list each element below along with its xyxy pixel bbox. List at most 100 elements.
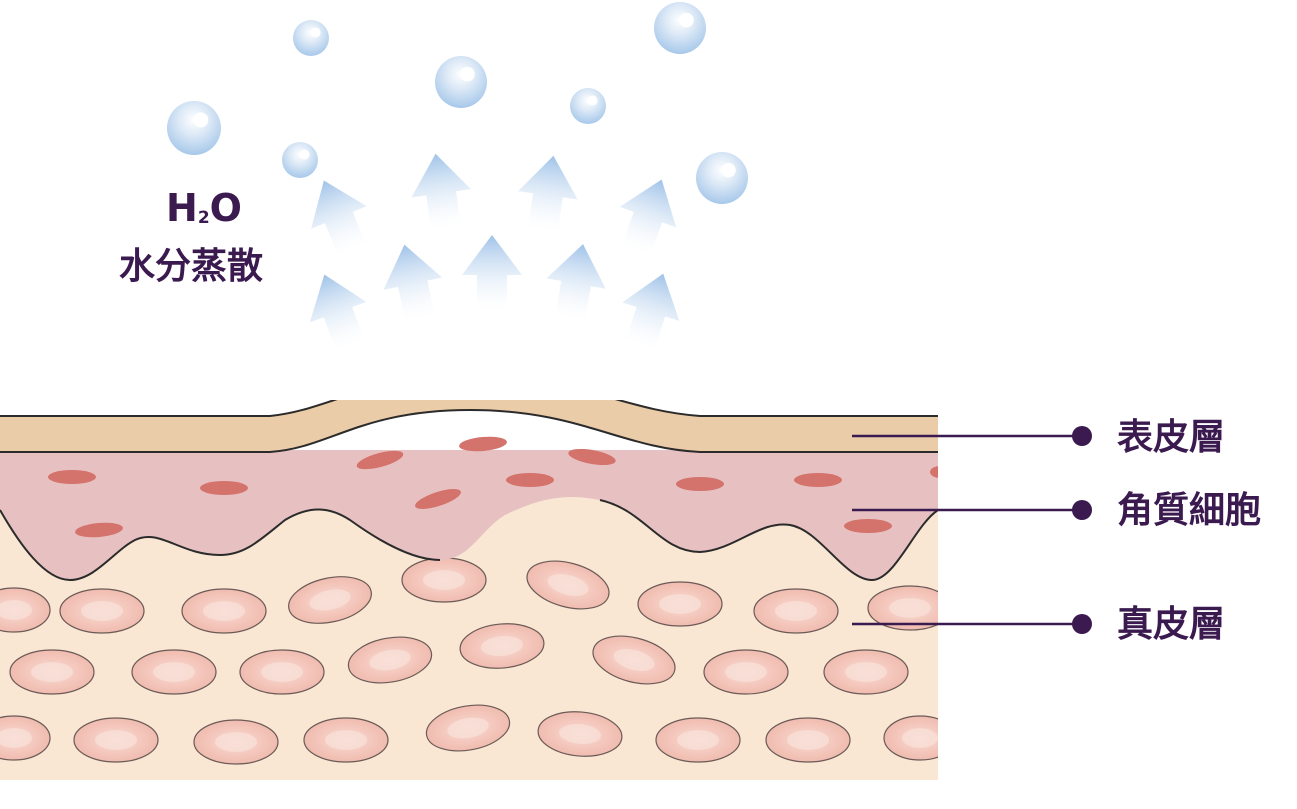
dermis-cell [459, 623, 545, 669]
arrow-shape [411, 153, 471, 231]
evaporation-caption: 水分蒸散 [119, 246, 264, 287]
dermis-cell-nucleus [787, 730, 829, 750]
keratin-boundary-line [0, 508, 441, 582]
dermis-cell [753, 588, 839, 634]
keratin-cell [48, 470, 96, 484]
label-dermis: 真皮層 [1117, 604, 1226, 645]
dermis-cell-nucleus [0, 600, 32, 620]
dermis-cell [181, 588, 267, 634]
dermis-cell-nucleus [659, 594, 701, 614]
dermis-cell-nucleus [613, 649, 655, 671]
leader-lines [852, 426, 1092, 634]
dermis-cell [401, 557, 487, 603]
keratin-cell [75, 522, 123, 538]
droplet-highlight [460, 66, 475, 82]
dermis-cell-nucleus [547, 574, 589, 596]
dermis-cell [883, 715, 938, 761]
evaporation-arrow [619, 179, 677, 256]
dermis-cell [703, 649, 789, 695]
dermis-cell [867, 585, 938, 631]
evaporation-arrow [462, 235, 522, 310]
keratin-cell [506, 473, 554, 487]
keratin-cell [930, 466, 938, 478]
droplet-highlight [587, 95, 598, 106]
formula-subscript: 2 [197, 208, 210, 228]
evaporation-arrows [309, 153, 680, 351]
dermis-cell [239, 649, 325, 695]
keratin-cells [48, 436, 938, 538]
arrow-shape [311, 180, 367, 256]
droplet-highlight [679, 12, 694, 28]
water-droplet [696, 152, 748, 204]
water-droplets [167, 2, 748, 204]
dermis-cell [592, 635, 676, 685]
evaporation-arrow [546, 244, 606, 321]
droplet-highlight [299, 149, 310, 160]
dermis-cell [537, 711, 623, 757]
droplet-highlight [193, 112, 209, 128]
label-epidermis: 表皮層 [1117, 417, 1226, 458]
dermis-cell-nucleus [725, 662, 767, 682]
h2o-formula: H2O [166, 188, 242, 236]
keratin-boundary-line [599, 499, 938, 582]
keratin-cell [844, 519, 892, 533]
leader-dot-keratinocytes [1072, 500, 1092, 520]
dermis-cell-nucleus [153, 662, 195, 682]
dermis-cell-nucleus [481, 635, 523, 657]
formula-o: O [209, 186, 242, 230]
dermis-cell [303, 717, 389, 763]
keratin-cell [794, 473, 842, 487]
dermis-cell-nucleus [559, 723, 601, 745]
water-droplet [293, 20, 329, 56]
arrow-shape [518, 155, 578, 233]
water-droplet [570, 88, 606, 124]
epidermis-bottom-line [0, 408, 938, 453]
dermis-cell [347, 636, 433, 684]
dermis-cell-nucleus [902, 728, 938, 748]
dermis-cell [73, 717, 159, 763]
dermis-cell-nucleus [369, 649, 411, 671]
dermis-cell-nucleus [775, 601, 817, 621]
dermis-cell-nucleus [95, 730, 137, 750]
arrow-shape [619, 179, 677, 256]
arrow-shape [462, 235, 522, 310]
droplet-highlight [721, 162, 736, 178]
evaporation-arrow [383, 244, 443, 322]
evaporation-arrow [622, 273, 680, 350]
dermis-cell-nucleus [423, 570, 465, 590]
dermis-cell [637, 581, 723, 627]
epidermis-layer [0, 400, 938, 452]
keratin-cell [568, 448, 616, 466]
dermis-cell [0, 587, 51, 633]
dermis-cell-nucleus [309, 589, 351, 611]
dermis-cell [193, 719, 279, 765]
dermis-cell-nucleus [325, 730, 367, 750]
arrow-shape [309, 274, 367, 351]
dermis-cell-nucleus [31, 662, 73, 682]
keratin-cell [415, 489, 461, 509]
evaporation-arrow [411, 153, 471, 231]
dermis-cells [0, 557, 938, 765]
water-droplet [654, 2, 706, 54]
dermis-cell [425, 704, 511, 752]
evaporation-arrow [518, 155, 578, 233]
evaporation-arrow [309, 274, 367, 351]
dermis-cell [823, 649, 909, 695]
dermis-cell-nucleus [215, 732, 257, 752]
arrow-shape [383, 244, 443, 322]
formula-h: H [166, 186, 198, 230]
dermis-cell [131, 649, 217, 695]
keratin-cell [356, 450, 404, 470]
dermis-cell-nucleus [203, 601, 245, 621]
water-droplet [167, 101, 221, 155]
dermis-cell-nucleus [261, 662, 303, 682]
keratin-cell [459, 436, 507, 452]
dermis-cell-nucleus [81, 601, 123, 621]
label-keratinocytes: 角質細胞 [1117, 490, 1262, 531]
dermis-cell-nucleus [677, 730, 719, 750]
leader-dot-epidermis [1072, 426, 1092, 446]
dermis-cell [9, 649, 95, 695]
dermis-cell-nucleus [845, 662, 887, 682]
leader-dot-dermis [1072, 614, 1092, 634]
